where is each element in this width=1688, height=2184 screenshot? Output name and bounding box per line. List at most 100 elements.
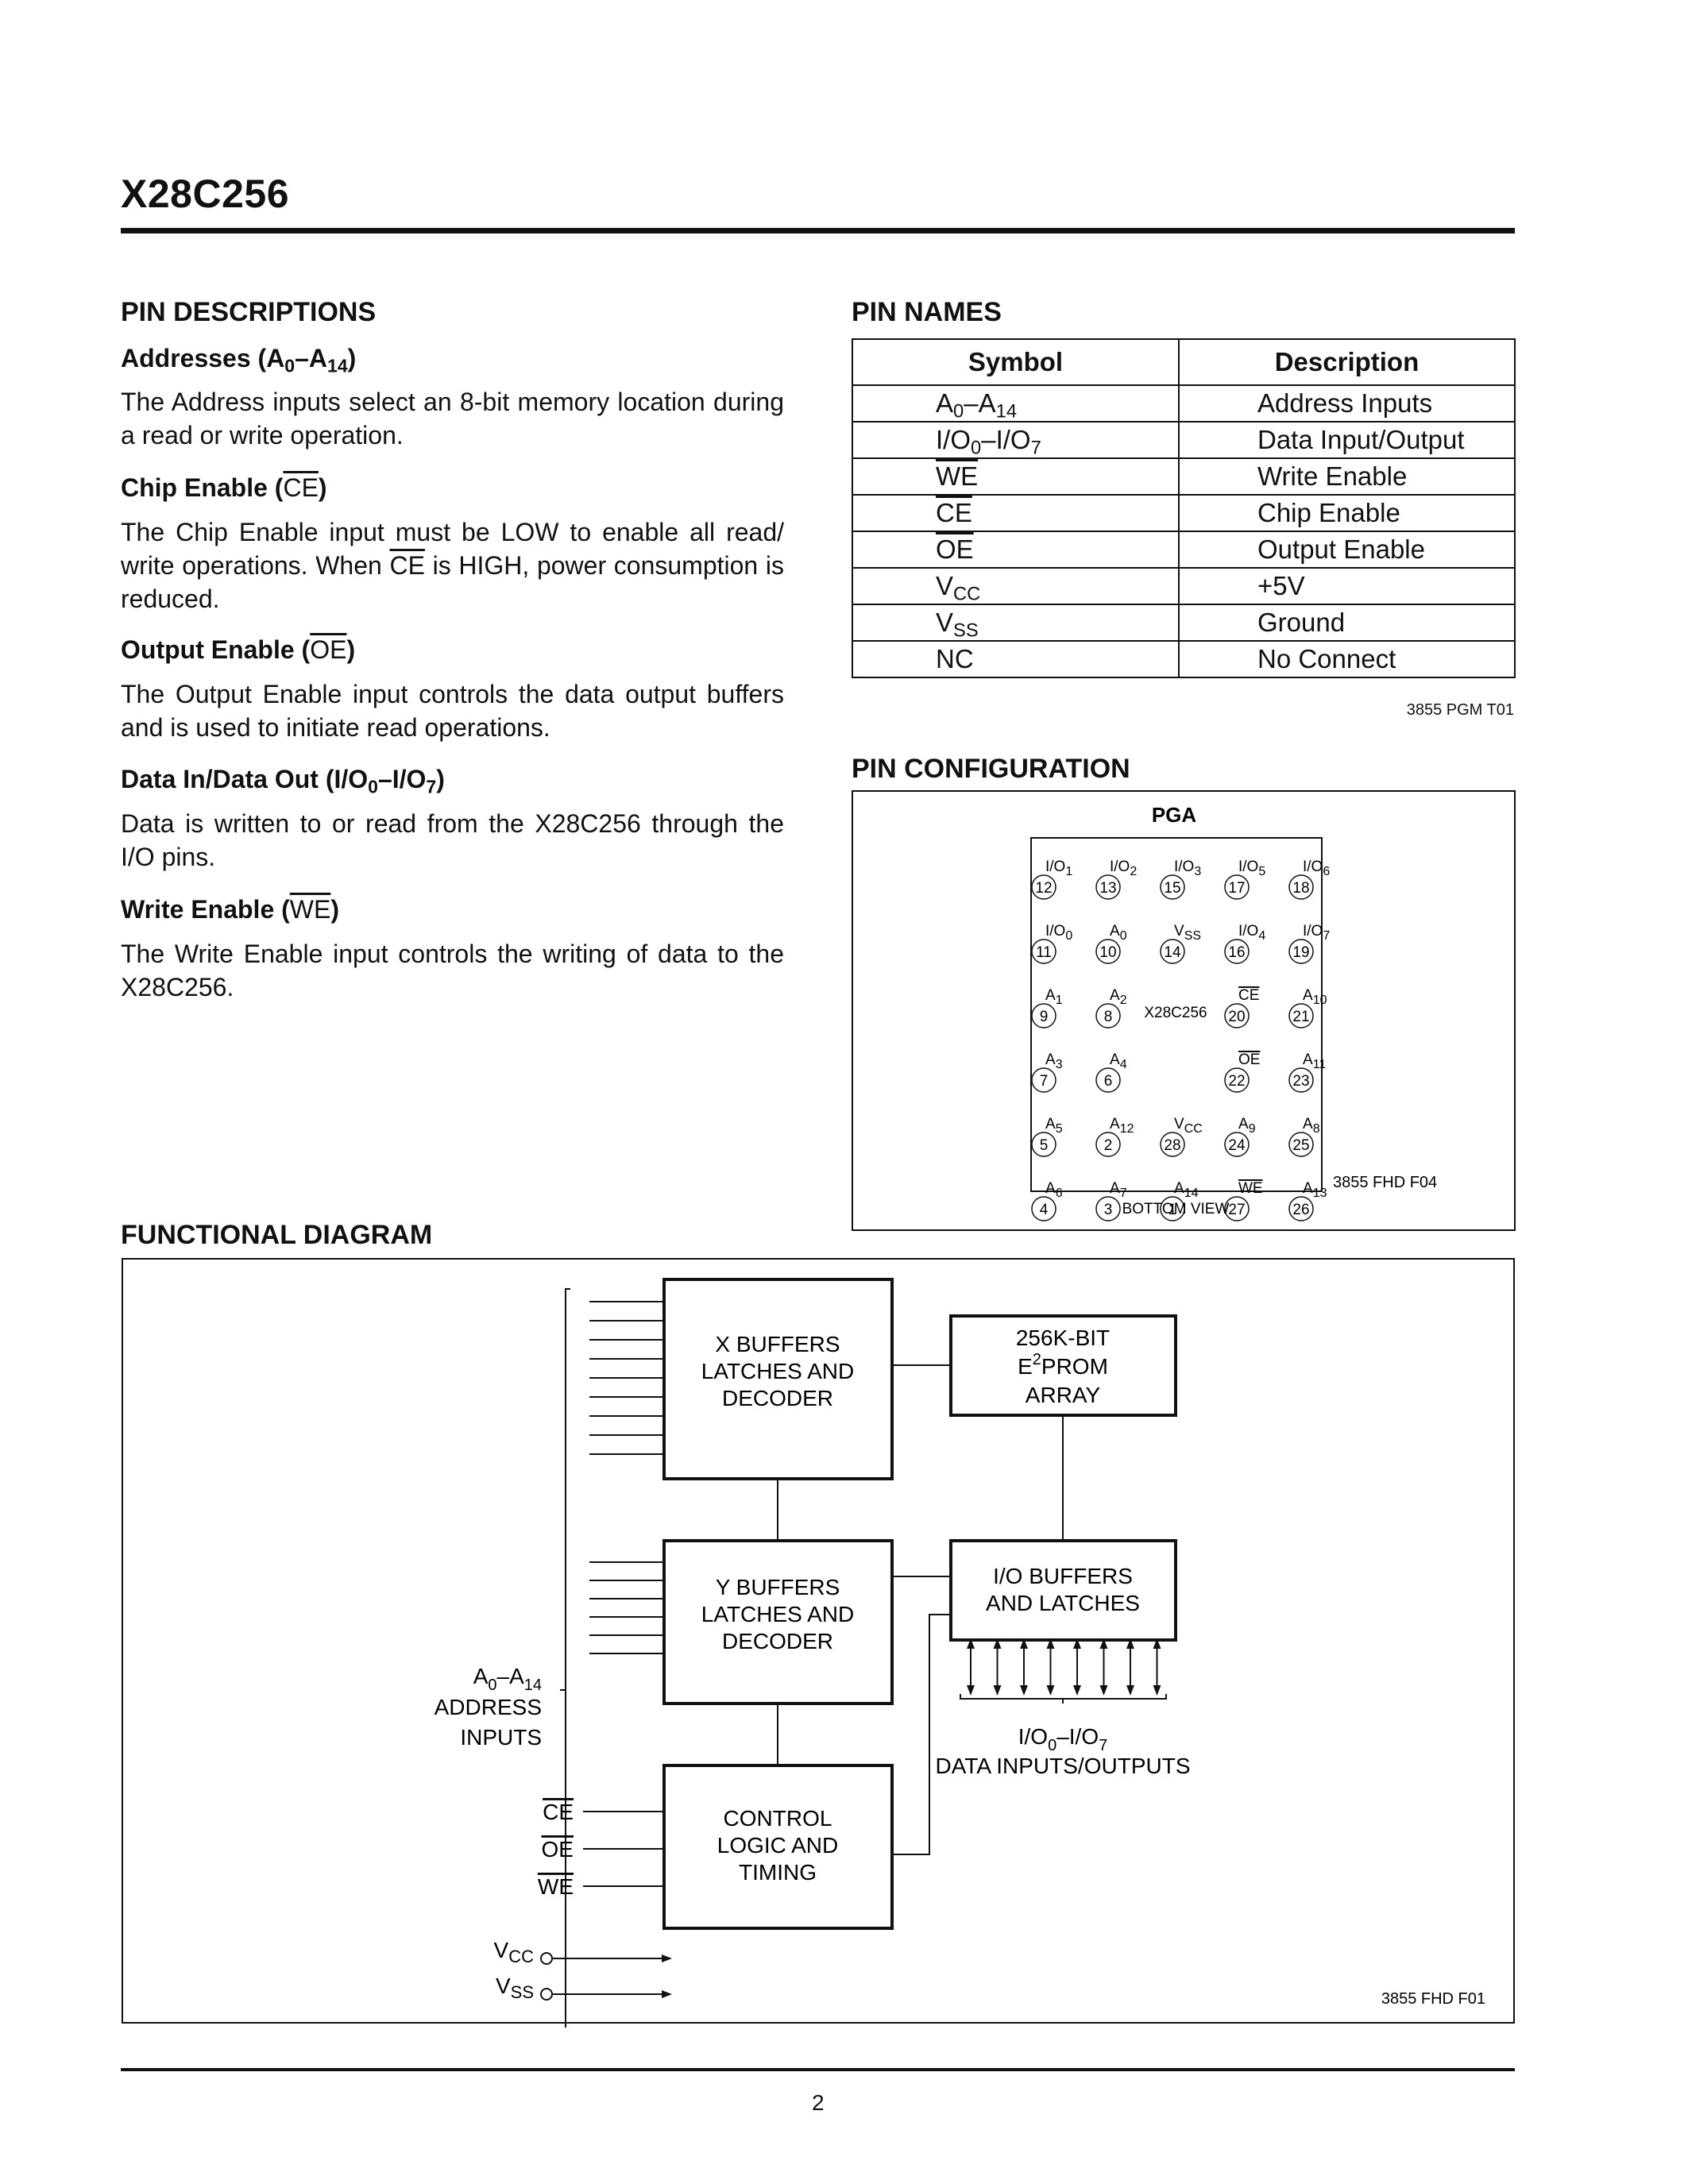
pga-package-outline — [1030, 837, 1323, 1192]
table-header-row: Symbol Description — [852, 338, 1516, 386]
output-enable-text: The Output Enable input controls the dat… — [121, 680, 784, 742]
pga-pin-label: WE — [1238, 1180, 1263, 1197]
pga-pin-number: 28 — [1164, 1137, 1180, 1154]
pga-pin-number: 23 — [1292, 1073, 1309, 1090]
pga-pin-number: 20 — [1228, 1009, 1245, 1025]
vcc-label: VCC — [494, 1938, 535, 1966]
bottom-view-label: BOTTOM VIEW — [1122, 1201, 1230, 1217]
pga-pin-number: 22 — [1228, 1073, 1245, 1090]
pga-label: PGA — [1152, 803, 1197, 827]
pga-pin-number: 25 — [1292, 1137, 1309, 1154]
pin-description-cell: Data Input/Output — [1178, 421, 1516, 459]
ce-input-label: CE — [543, 1800, 574, 1824]
pga-pin-label: I/O0 — [1045, 923, 1072, 943]
control-line3: TIMING — [739, 1860, 817, 1885]
eeprom-line2: E2PROM — [1018, 1351, 1108, 1379]
pin-description-cell: Address Inputs — [1178, 384, 1516, 423]
addresses-heading: Addresses (A0–A14) — [121, 344, 357, 376]
data-io-label: DATA INPUTS/OUTPUTS — [936, 1754, 1191, 1778]
pin-description-cell: Output Enable — [1178, 531, 1516, 569]
pga-pin-label: A8 — [1303, 1116, 1320, 1136]
pga-pin: 19I/O7 — [1288, 923, 1330, 964]
pga-pin: 17I/O5 — [1224, 859, 1265, 900]
pga-pin-label: A12 — [1110, 1116, 1134, 1136]
io-buffers-line1: I/O BUFFERS — [993, 1564, 1133, 1588]
pga-pin-label: A9 — [1238, 1116, 1256, 1136]
pga-pin-label: A11 — [1303, 1051, 1326, 1071]
pin-configuration-heading: PIN CONFIGURATION — [852, 754, 1130, 784]
write-enable-text: The Write Enable input controls the writ… — [121, 940, 784, 1001]
pga-pin-number: 21 — [1292, 1009, 1309, 1025]
pga-pin-circle — [1095, 1003, 1121, 1028]
pga-pin-number: 26 — [1292, 1202, 1309, 1218]
pin-description-cell: No Connect — [1178, 640, 1516, 678]
address-range-label: A0–A14 — [473, 1664, 542, 1694]
pga-pin-number: 19 — [1292, 944, 1309, 961]
pga-pin: 7A3 — [1031, 1051, 1063, 1093]
pga-pin: 4A6 — [1031, 1180, 1063, 1221]
pga-diagram: PGA X28C256 12I/O113I/O215I/O317I/O518I/… — [1030, 803, 1437, 1221]
pin-symbol-cell: NC — [852, 640, 1180, 678]
pga-pin-number: 7 — [1040, 1073, 1049, 1090]
pga-pin-label: I/O5 — [1238, 859, 1265, 878]
pga-pin-number: 18 — [1292, 880, 1309, 897]
pin-symbol-cell: WE — [852, 457, 1180, 496]
y-buffers-line1: Y BUFFERS — [716, 1575, 840, 1599]
pga-pin-label: VCC — [1174, 1116, 1203, 1136]
data-io-text: Data is written to or read from the X28C… — [121, 809, 784, 871]
y-address-lines — [589, 1561, 664, 1654]
control-to-io-line — [892, 1614, 951, 1855]
functional-diagram: A0–A14 ADDRESS INPUTS X BUFFERS LATCHES … — [122, 1258, 1515, 2028]
pga-pin-label: VSS — [1174, 923, 1201, 943]
pga-pin-circle — [1160, 939, 1185, 964]
pga-pin-label: I/O7 — [1303, 923, 1330, 943]
pga-pin-circle — [1031, 939, 1056, 964]
pga-pin-label: A6 — [1045, 1180, 1063, 1200]
pga-pin-number: 13 — [1099, 880, 1116, 897]
pga-pin: 12I/O1 — [1031, 859, 1072, 900]
pga-pin-circle — [1095, 1132, 1121, 1157]
address-label: ADDRESS — [435, 1695, 542, 1719]
pga-pin-number: 11 — [1036, 944, 1052, 961]
functional-diagram-ref: 3855 FHD F01 — [1381, 1990, 1485, 2008]
pga-pin-circle — [1224, 939, 1250, 964]
y-buffers-line3: DECODER — [722, 1629, 833, 1653]
pin-description-cell: Ground — [1178, 604, 1516, 642]
pga-pin-number: 14 — [1164, 944, 1181, 961]
x-address-lines — [589, 1301, 664, 1455]
io-buffers-line2: AND LATCHES — [986, 1591, 1140, 1615]
pga-pin-circle — [1160, 1132, 1185, 1157]
chip-enable-text: The Chip Enable input must be LOW to ena… — [121, 518, 785, 613]
pga-pin: 8A2 — [1095, 987, 1127, 1028]
symbol-column-header: Symbol — [852, 338, 1180, 386]
description-column-header: Description — [1178, 338, 1516, 386]
pin-descriptions-heading: PIN DESCRIPTIONS — [121, 297, 377, 327]
pga-pin-circle — [1224, 1003, 1250, 1028]
pga-pin-label: I/O6 — [1303, 859, 1330, 878]
oe-input-label: OE — [542, 1837, 574, 1862]
pga-pin: 5A5 — [1031, 1116, 1063, 1157]
pga-pin-circle — [1160, 1196, 1185, 1221]
pga-pin-circle — [1288, 939, 1314, 964]
pga-pin-label: A2 — [1110, 987, 1127, 1007]
pga-pin-circle — [1224, 1067, 1250, 1093]
pga-pin-number: 12 — [1035, 880, 1052, 897]
chip-enable-heading: Chip Enable (CE) — [121, 473, 327, 502]
pga-pin-number: 9 — [1040, 1009, 1049, 1025]
